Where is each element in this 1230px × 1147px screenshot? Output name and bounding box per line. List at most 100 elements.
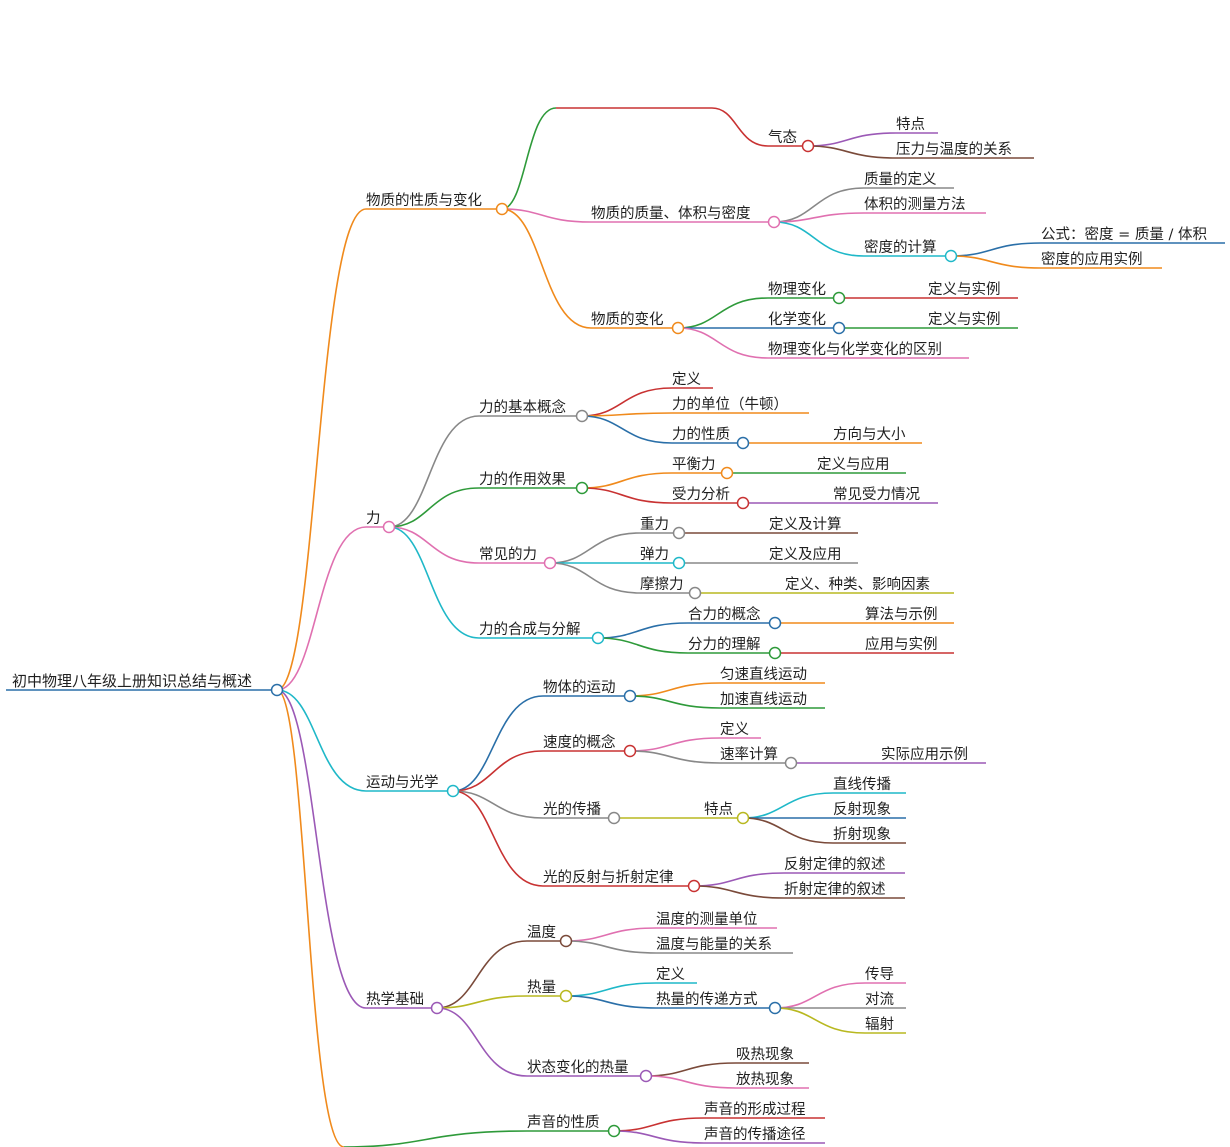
node-label-root-1-2-2-0: 定义、种类、影响因素 [785, 576, 930, 593]
edge-root-1 [276, 526, 367, 691]
edge-root-4-0 [343, 1130, 528, 1147]
node-label-root-3-2-1: 放热现象 [736, 1071, 794, 1088]
node-label-root-2-1-1: 速率计算 [720, 746, 778, 763]
node-label-root-1-3: 力的合成与分解 [479, 621, 581, 638]
edge-root-3-2-1 [645, 1075, 737, 1089]
collapse-toggle-root-0-1-2[interactable] [944, 249, 958, 263]
collapse-toggle-root-1-1-0[interactable] [720, 466, 734, 480]
node-label-root-4-0-1: 声音的传播途径 [704, 1125, 806, 1143]
collapse-toggle-root-3-2[interactable] [639, 1069, 653, 1083]
node-label-root-2-3-1: 折射定律的叙述 [784, 881, 886, 898]
node-label-root-2-2-0-2: 折射现象 [833, 826, 891, 843]
edge-root-2-3 [452, 790, 544, 887]
collapse-toggle-root-2-3[interactable] [687, 879, 701, 893]
node-label-root-2-2: 光的传播 [543, 801, 601, 818]
node-label-root-0-2-1-0: 定义与实例 [928, 311, 1001, 328]
edge-root-4 [276, 689, 345, 1147]
collapse-toggle-root-2-2[interactable] [607, 811, 621, 825]
collapse-toggle-root-0-2-1[interactable] [832, 321, 846, 335]
node-label-root-2-2-0-1: 反射现象 [833, 801, 891, 818]
edge-root-2-0-1 [629, 695, 721, 709]
node-label-root-3: 热学基础 [366, 991, 424, 1008]
node-label-root-2-3: 光的反射与折射定律 [543, 869, 674, 886]
collapse-toggle-root-1-0-2[interactable] [736, 436, 750, 450]
node-label-root-1-3-0-0: 算法与示例 [865, 606, 938, 623]
collapse-toggle-root-1-3-1[interactable] [768, 646, 782, 660]
collapse-toggle-root-0-2[interactable] [671, 321, 685, 335]
edge-root-2-1-0 [629, 737, 721, 752]
node-label-root-0-1-1: 体积的测量方法 [864, 196, 966, 213]
collapse-toggle-root-3-1-1[interactable] [768, 1001, 782, 1015]
collapse-toggle-root-4-0[interactable] [607, 1124, 621, 1138]
edge-root-3-1-1 [565, 995, 657, 1009]
collapse-toggle-root-1-1[interactable] [575, 481, 589, 495]
collapse-toggle-root-1-1-1[interactable] [736, 496, 750, 510]
node-label-root-1-3-1: 分力的理解 [688, 636, 761, 653]
edge-root-0-0-0-0-0 [807, 132, 897, 147]
edge-root-1-2-0 [549, 532, 641, 564]
node-label-root-0-1-2: 密度的计算 [864, 239, 937, 256]
collapse-toggle-root-1-3-0[interactable] [768, 616, 782, 630]
edge-root-2-0-0 [629, 682, 721, 697]
collapse-toggle-root-1-3[interactable] [591, 631, 605, 645]
collapse-toggle-root-2-0[interactable] [623, 689, 637, 703]
collapse-toggle-root-3-0[interactable] [559, 934, 573, 948]
node-label-root-3-2: 状态变化的热量 [527, 1059, 629, 1076]
node-label-root-0-2-0-0: 定义与实例 [928, 281, 1001, 298]
edge-root-2-2-0-0 [742, 792, 834, 819]
collapse-toggle-root[interactable] [270, 683, 284, 697]
collapse-toggle-root-3-1[interactable] [559, 989, 573, 1003]
edge-root-3-0-1 [565, 940, 657, 954]
node-label-root-0-1-2-0: 公式：密度 = 质量 / 体积 [1041, 226, 1207, 243]
node-label-root-2-3-0: 反射定律的叙述 [784, 856, 886, 873]
node-label-root-3-0-0: 温度的测量单位 [656, 911, 758, 928]
edge-root-2-0 [452, 695, 544, 792]
collapse-toggle-root-0[interactable] [495, 202, 509, 216]
collapse-toggle-root-2-1-1[interactable] [784, 756, 798, 770]
collapse-toggle-root-0-2-0[interactable] [832, 291, 846, 305]
edge-root-0 [276, 208, 367, 691]
node-label-root-1-1-1-0: 常见受力情况 [833, 486, 920, 503]
collapse-toggle-root-2[interactable] [446, 784, 460, 798]
edge-root-1-3-1 [597, 637, 689, 654]
collapse-toggle-root-0-0-0-0[interactable] [801, 139, 815, 153]
node-label-root-1-2-2: 摩擦力 [640, 575, 684, 593]
edge-root-3-0-0 [565, 927, 657, 942]
node-label-root-1-0-1: 力的单位（牛顿） [672, 396, 788, 413]
collapse-toggle-root-0-1[interactable] [767, 215, 781, 229]
node-label-root-0: 物质的性质与变化 [366, 192, 482, 209]
edge-root-3-1-1-0 [774, 982, 866, 1009]
node-label-root-3-1-1: 热量的传递方式 [656, 991, 758, 1008]
edge-root-1-0-2 [581, 415, 673, 444]
edge-root-0-1 [501, 208, 592, 223]
collapse-toggle-root-1[interactable] [382, 520, 396, 534]
node-label-root-3-1-0: 定义 [656, 966, 685, 983]
collapse-toggle-root-1-2[interactable] [543, 556, 557, 570]
node-label-root-3-1-1-0: 传导 [865, 966, 894, 983]
collapse-toggle-root-1-2-1[interactable] [672, 556, 686, 570]
edge-root-0-1-2-0 [950, 242, 1042, 257]
collapse-toggle-root-3[interactable] [430, 1001, 444, 1015]
node-label-root-3-1-1-1: 对流 [865, 991, 894, 1008]
edge-root-0-1-1 [773, 212, 865, 223]
collapse-toggle-root-1-2-0[interactable] [672, 526, 686, 540]
node-label-root-2-2-0-0: 直线传播 [833, 776, 891, 793]
node-label-root-2-1: 速度的概念 [543, 733, 616, 751]
edge-root-0-2-2 [677, 327, 769, 359]
collapse-toggle-root-1-2-2[interactable] [688, 586, 702, 600]
collapse-toggle-root-2-2-0[interactable] [736, 811, 750, 825]
node-label-root-2: 运动与光学 [366, 774, 439, 791]
node-label-root-1-0: 力的基本概念 [479, 398, 566, 416]
node-label-root-1-2: 常见的力 [479, 546, 537, 563]
node-label-root-1-2-0-0: 定义及计算 [769, 516, 842, 533]
edge-root-1-0-1 [581, 412, 673, 417]
node-label-root-1-0-2: 力的性质 [672, 426, 730, 443]
node-label-root-1-1-0: 平衡力 [672, 456, 716, 473]
node-label-root-2-2-0: 特点 [704, 801, 733, 818]
node-label-root-2-0: 物体的运动 [543, 679, 616, 696]
collapse-toggle-root-2-1[interactable] [623, 744, 637, 758]
edge-root-0-1-2 [773, 221, 865, 257]
edge-root-0-0 [501, 107, 557, 210]
edge-root-2-2 [452, 790, 544, 819]
collapse-toggle-root-1-0[interactable] [575, 409, 589, 423]
